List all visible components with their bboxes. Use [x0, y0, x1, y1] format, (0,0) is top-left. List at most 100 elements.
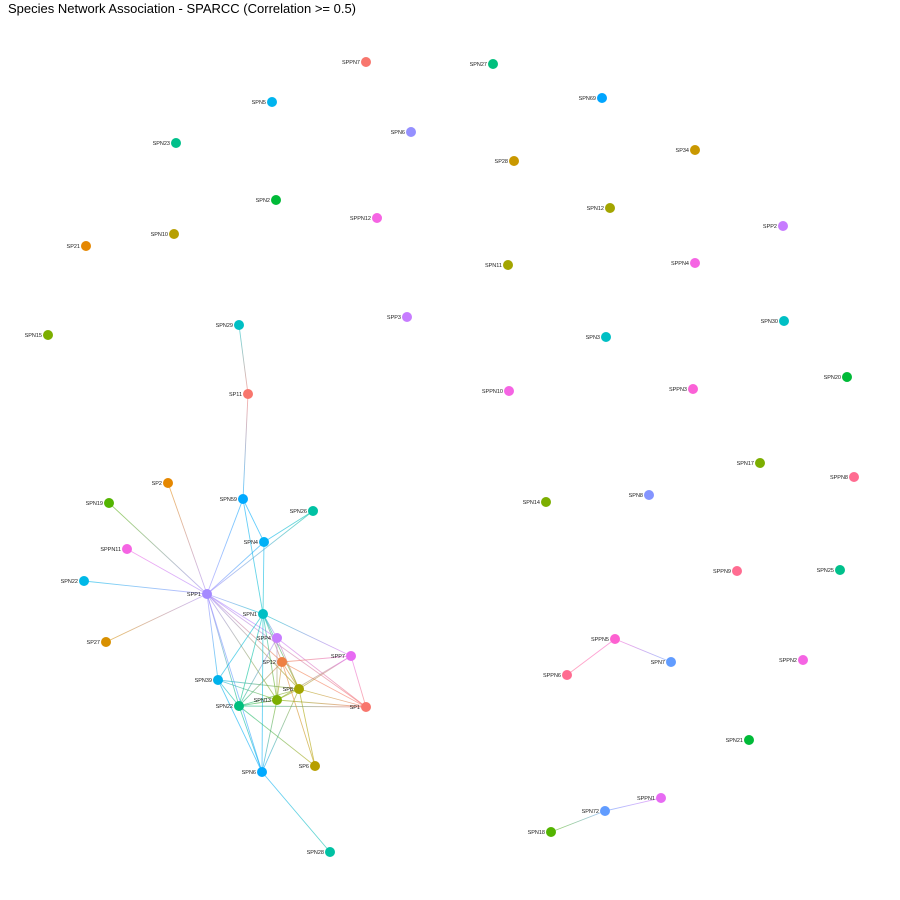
- node-sp12[interactable]: SP12: [263, 657, 287, 667]
- node-dot[interactable]: [243, 389, 253, 399]
- node-dot[interactable]: [656, 793, 666, 803]
- node-spn25[interactable]: SPN25: [817, 565, 845, 575]
- node-spn21[interactable]: SPN21: [726, 735, 754, 745]
- node-dot[interactable]: [779, 316, 789, 326]
- node-spn17[interactable]: SPN17: [737, 458, 765, 468]
- node-spn6[interactable]: SPN6: [242, 767, 267, 777]
- node-dot[interactable]: [169, 229, 179, 239]
- node-dot[interactable]: [294, 684, 304, 694]
- node-dot[interactable]: [690, 145, 700, 155]
- node-dot[interactable]: [778, 221, 788, 231]
- node-dot[interactable]: [267, 97, 277, 107]
- node-spn59[interactable]: SPN59: [220, 494, 248, 504]
- node-spn19[interactable]: SPN19: [86, 498, 114, 508]
- node-dot[interactable]: [600, 806, 610, 816]
- node-spn72[interactable]: SPN72: [582, 806, 610, 816]
- node-sppn10[interactable]: SPPN10: [482, 386, 514, 396]
- node-dot[interactable]: [238, 494, 248, 504]
- node-spn29[interactable]: SPN29: [216, 320, 244, 330]
- node-dot[interactable]: [597, 93, 607, 103]
- node-spn30[interactable]: SPN30: [761, 316, 789, 326]
- node-dot[interactable]: [688, 384, 698, 394]
- node-dot[interactable]: [310, 761, 320, 771]
- node-dot[interactable]: [234, 320, 244, 330]
- node-spn15[interactable]: SPN15: [25, 330, 53, 340]
- node-dot[interactable]: [503, 260, 513, 270]
- node-sp27[interactable]: SP27: [87, 637, 111, 647]
- node-sppn7[interactable]: SPPN7: [342, 57, 371, 67]
- node-spn39[interactable]: SPN39: [195, 675, 223, 685]
- node-spn6[interactable]: SPN6: [391, 127, 416, 137]
- node-dot[interactable]: [122, 544, 132, 554]
- node-dot[interactable]: [509, 156, 519, 166]
- node-dot[interactable]: [732, 566, 742, 576]
- node-dot[interactable]: [402, 312, 412, 322]
- node-dot[interactable]: [258, 609, 268, 619]
- node-dot[interactable]: [488, 59, 498, 69]
- node-dot[interactable]: [601, 332, 611, 342]
- node-sp8[interactable]: SP8: [283, 684, 304, 694]
- node-dot[interactable]: [644, 490, 654, 500]
- node-dot[interactable]: [277, 657, 287, 667]
- node-sp1[interactable]: SP1: [350, 702, 371, 712]
- node-sp6[interactable]: SP6: [299, 761, 320, 771]
- node-spn26[interactable]: SPN26: [290, 506, 318, 516]
- node-dot[interactable]: [308, 506, 318, 516]
- node-sppn1[interactable]: SPPN1: [637, 793, 666, 803]
- node-sppn11[interactable]: SPPN11: [100, 544, 132, 554]
- node-dot[interactable]: [744, 735, 754, 745]
- node-sppn5[interactable]: SPPN5: [591, 634, 620, 644]
- node-sppn12[interactable]: SPPN12: [350, 213, 382, 223]
- node-spp1[interactable]: SPP1: [187, 589, 212, 599]
- node-dot[interactable]: [259, 537, 269, 547]
- node-spn28[interactable]: SPN28: [307, 847, 335, 857]
- node-dot[interactable]: [372, 213, 382, 223]
- node-dot[interactable]: [213, 675, 223, 685]
- node-spn22[interactable]: SPN22: [216, 701, 244, 711]
- node-sppn3[interactable]: SPPN3: [669, 384, 698, 394]
- node-dot[interactable]: [406, 127, 416, 137]
- node-dot[interactable]: [849, 472, 859, 482]
- node-sppn9[interactable]: SPPN9: [713, 566, 742, 576]
- node-dot[interactable]: [504, 386, 514, 396]
- node-spp7[interactable]: SPP7: [331, 651, 356, 661]
- node-sp28[interactable]: SP28: [495, 156, 519, 166]
- node-spn18[interactable]: SPN18: [528, 827, 556, 837]
- node-dot[interactable]: [798, 655, 808, 665]
- node-spn14[interactable]: SPN14: [523, 497, 551, 507]
- node-spn23[interactable]: SPN23: [153, 138, 181, 148]
- node-dot[interactable]: [79, 576, 89, 586]
- node-dot[interactable]: [171, 138, 181, 148]
- node-sppn6[interactable]: SPPN6: [543, 670, 572, 680]
- node-spp4[interactable]: SPP4: [257, 633, 282, 643]
- node-dot[interactable]: [257, 767, 267, 777]
- node-dot[interactable]: [361, 57, 371, 67]
- node-dot[interactable]: [272, 695, 282, 705]
- node-spp2[interactable]: SPP2: [763, 221, 788, 231]
- node-dot[interactable]: [605, 203, 615, 213]
- node-spn13[interactable]: SPN13: [254, 695, 282, 705]
- node-sp21[interactable]: SP21: [67, 241, 91, 251]
- node-spn20[interactable]: SPN20: [824, 372, 852, 382]
- node-dot[interactable]: [271, 195, 281, 205]
- node-spp3[interactable]: SPP3: [387, 312, 412, 322]
- node-dot[interactable]: [666, 657, 676, 667]
- node-dot[interactable]: [104, 498, 114, 508]
- node-dot[interactable]: [690, 258, 700, 268]
- node-sppn8[interactable]: SPPN8: [830, 472, 859, 482]
- node-spn1[interactable]: SPN1: [243, 609, 268, 619]
- node-dot[interactable]: [610, 634, 620, 644]
- node-dot[interactable]: [163, 478, 173, 488]
- node-spn2[interactable]: SPN2: [256, 195, 281, 205]
- node-sp2[interactable]: SP2: [152, 478, 173, 488]
- node-dot[interactable]: [43, 330, 53, 340]
- node-spn12[interactable]: SPN12: [587, 203, 615, 213]
- node-dot[interactable]: [346, 651, 356, 661]
- node-spn3[interactable]: SPN3: [586, 332, 611, 342]
- node-spn4[interactable]: SPN4: [244, 537, 269, 547]
- node-dot[interactable]: [755, 458, 765, 468]
- node-dot[interactable]: [202, 589, 212, 599]
- node-sp34[interactable]: SP34: [676, 145, 700, 155]
- node-spn69[interactable]: SPN69: [579, 93, 607, 103]
- node-dot[interactable]: [234, 701, 244, 711]
